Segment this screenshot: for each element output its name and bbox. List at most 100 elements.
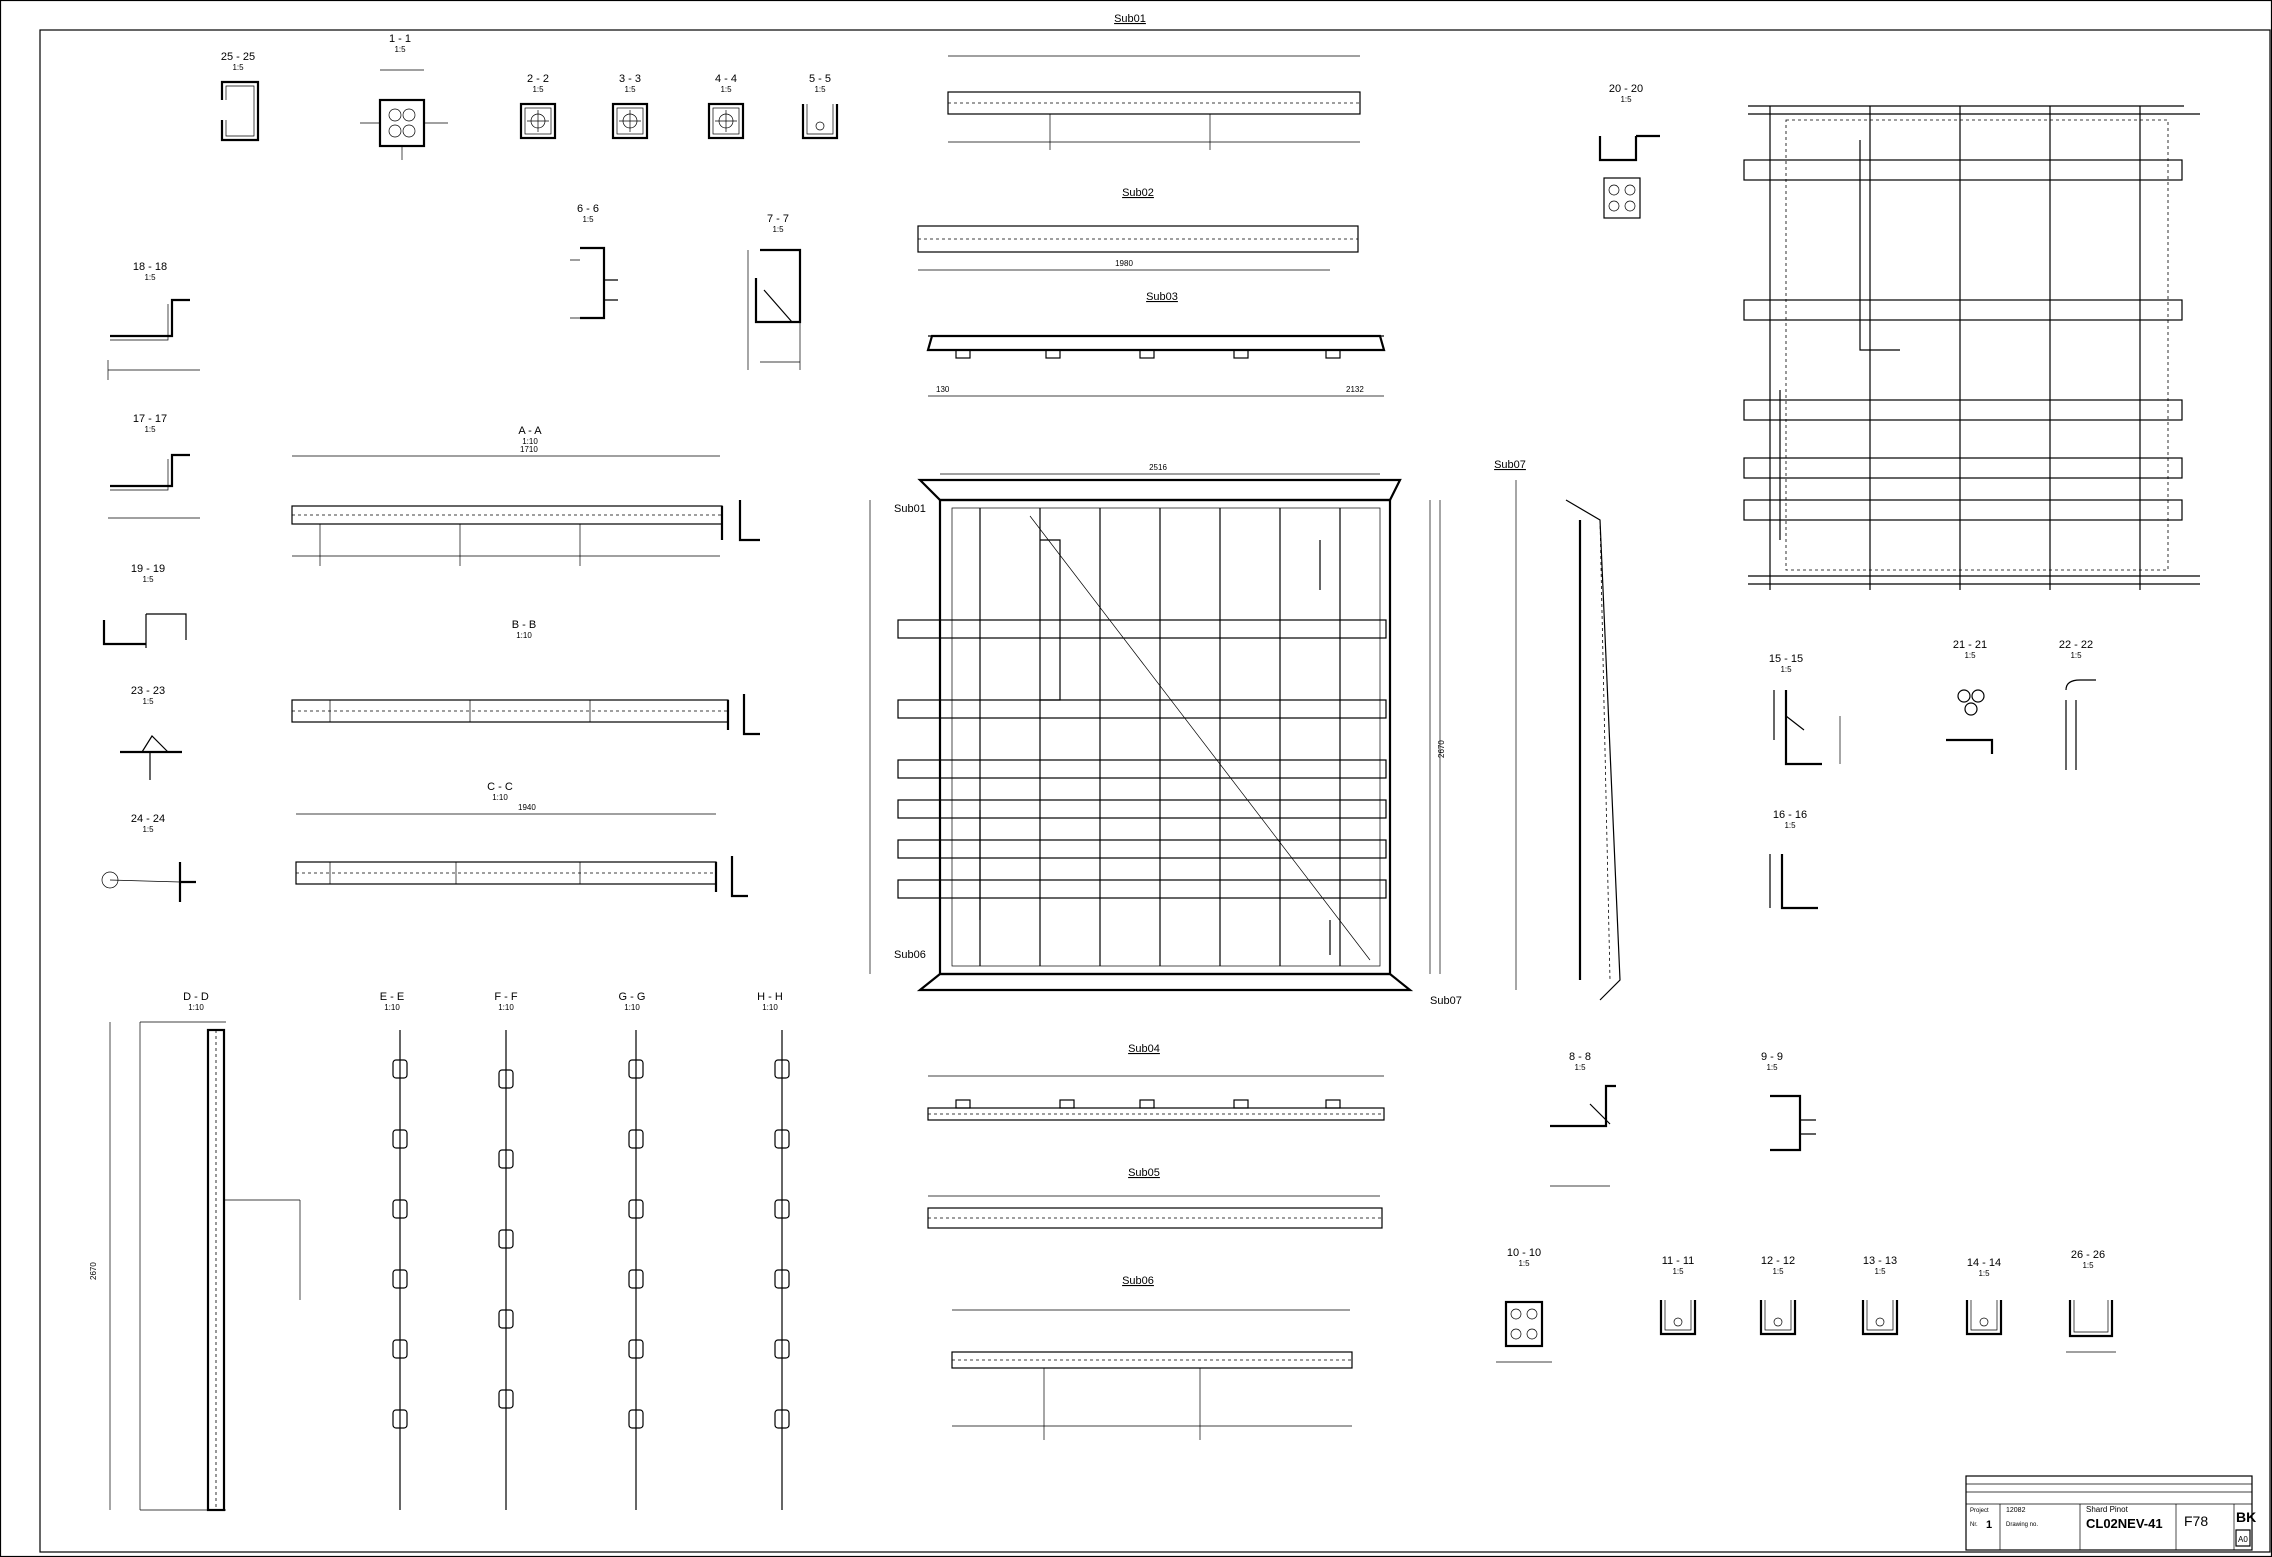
section-26-26: 26 - 26 1:5 [2066,1249,2116,1353]
title-sheet-code: F78 [2184,1513,2208,1529]
section-scale: 1:5 [532,85,544,94]
rebar-elevation [1743,105,2200,590]
dim-sub03-left: 130 [936,385,950,394]
section-scale: 1:10 [762,1003,778,1012]
section-scale: 1:5 [1784,821,1796,830]
section-11-11: 11 - 11 1:5 [1659,1255,1697,1336]
sub03: Sub03 130 2132 [926,291,1386,397]
sub05: Sub05 [927,1167,1383,1229]
section-e-e: E - E 1:10 [380,991,404,1510]
section-scale: 1:5 [142,697,154,706]
section-label: G - G [619,991,646,1003]
elevation-sub-labels: Sub01 Sub06 Sub07 [894,503,1462,1007]
section-7-7: 7 - 7 1:5 [747,213,802,370]
section-label: 9 - 9 [1761,1051,1783,1063]
section-scale: 1:5 [1766,1063,1778,1072]
title-corner-mark: A0 [2238,1535,2248,1544]
section-c-c: C - C 1:10 1940 [295,781,748,898]
section-22-22: 22 - 22 1:5 [2059,639,2096,770]
section-label: D - D [183,991,209,1003]
title-logo: BK [2236,1509,2256,1525]
sub02: Sub02 1980 [917,187,1359,271]
title-drawing-label: Drawing no. [2006,1522,2038,1528]
section-4-4: 4 - 4 1:5 [707,73,745,140]
sub-label: Sub01 [1114,13,1146,25]
section-6-6: 6 - 6 1:5 [570,203,618,320]
section-16-16: 16 - 16 1:5 [1769,809,1818,910]
sub-label: Sub07 [1494,459,1526,471]
section-label: 4 - 4 [715,73,737,85]
section-label: 7 - 7 [767,213,789,225]
title-count: 1 [1986,1519,1992,1531]
title-project-no: 12082 [2006,1507,2026,1514]
section-scale: 1:5 [2070,651,2082,660]
section-label: 12 - 12 [1761,1255,1795,1267]
section-scale: 1:5 [232,63,244,72]
title-count-label: Nr. [1970,1522,1978,1528]
section-5-5: 5 - 5 1:5 [801,73,839,140]
section-label: 11 - 11 [1662,1255,1695,1267]
dim-cc-span: 1940 [518,803,536,812]
section-17-17: 17 - 17 1:5 [108,413,200,519]
section-scale: 1:5 [142,825,154,834]
section-label: H - H [757,991,783,1003]
dim-overall-height: 2670 [89,1262,98,1280]
sub-label: Sub07 [1430,995,1462,1007]
section-scale: 1:5 [1772,1267,1784,1276]
section-scale: 1:5 [624,85,636,94]
section-scale: 1:5 [144,425,156,434]
section-a-a: A - A 1:10 1710 [291,425,760,566]
section-1-1: 1 - 1 1:5 [360,33,448,160]
sub01: Sub01 [947,13,1361,150]
section-scale: 1:10 [522,437,538,446]
section-label: 18 - 18 [133,261,167,273]
section-label: 24 - 24 [131,813,165,825]
section-scale: 1:5 [1780,665,1792,674]
section-label: C - C [487,781,513,793]
section-label: A - A [518,425,542,437]
section-scale: 1:5 [720,85,732,94]
section-label: 13 - 13 [1863,1255,1897,1267]
section-label: 2 - 2 [527,73,549,85]
sub06: Sub06 [951,1275,1353,1440]
section-label: 25 - 25 [221,51,255,63]
section-label: 20 - 20 [1609,83,1643,95]
column-cells [392,1059,790,1429]
section-scale: 1:5 [1518,1259,1530,1268]
section-scale: 1:10 [624,1003,640,1012]
section-f-f: F - F 1:10 [494,991,518,1510]
section-3-3: 3 - 3 1:5 [611,73,649,140]
section-12-12: 12 - 12 1:5 [1759,1255,1797,1336]
section-label: B - B [512,619,536,631]
section-label: 17 - 17 [133,413,167,425]
section-21-21: 21 - 21 1:5 [1946,639,1994,754]
section-23-23: 23 - 23 1:5 [120,685,182,780]
section-scale: 1:5 [2082,1261,2094,1270]
sub-label: Sub05 [1128,1167,1160,1179]
section-scale: 1:5 [394,45,406,54]
dim-aa-span: 1710 [520,445,538,454]
section-13-13: 13 - 13 1:5 [1861,1255,1899,1336]
section-label: 5 - 5 [809,73,831,85]
section-label: 14 - 14 [1967,1257,2001,1269]
section-label: 19 - 19 [131,563,165,575]
section-scale: 1:5 [1964,651,1976,660]
section-label: 3 - 3 [619,73,641,85]
section-label: 6 - 6 [577,203,599,215]
section-scale: 1:10 [516,631,532,640]
title-project-label: Project [1970,1508,1989,1514]
sub-label: Sub06 [894,949,926,961]
dim-sub02-length: 1980 [1115,259,1133,268]
section-10-10: 10 - 10 1:5 [1496,1247,1552,1363]
section-2-2: 2 - 2 1:5 [519,73,557,140]
section-scale: 1:5 [1978,1269,1990,1278]
section-d-d: D - D 1:10 2670 [89,991,301,1512]
section-scale: 1:5 [772,225,784,234]
section-b-b: B - B 1:10 [291,619,760,736]
title-block: Project 12082 Shard Pinot Nr. 1 Drawing … [1965,1475,2256,1551]
section-scale: 1:5 [142,575,154,584]
section-label: 1 - 1 [389,33,411,45]
section-label: F - F [494,991,517,1003]
section-label: 10 - 10 [1507,1247,1541,1259]
